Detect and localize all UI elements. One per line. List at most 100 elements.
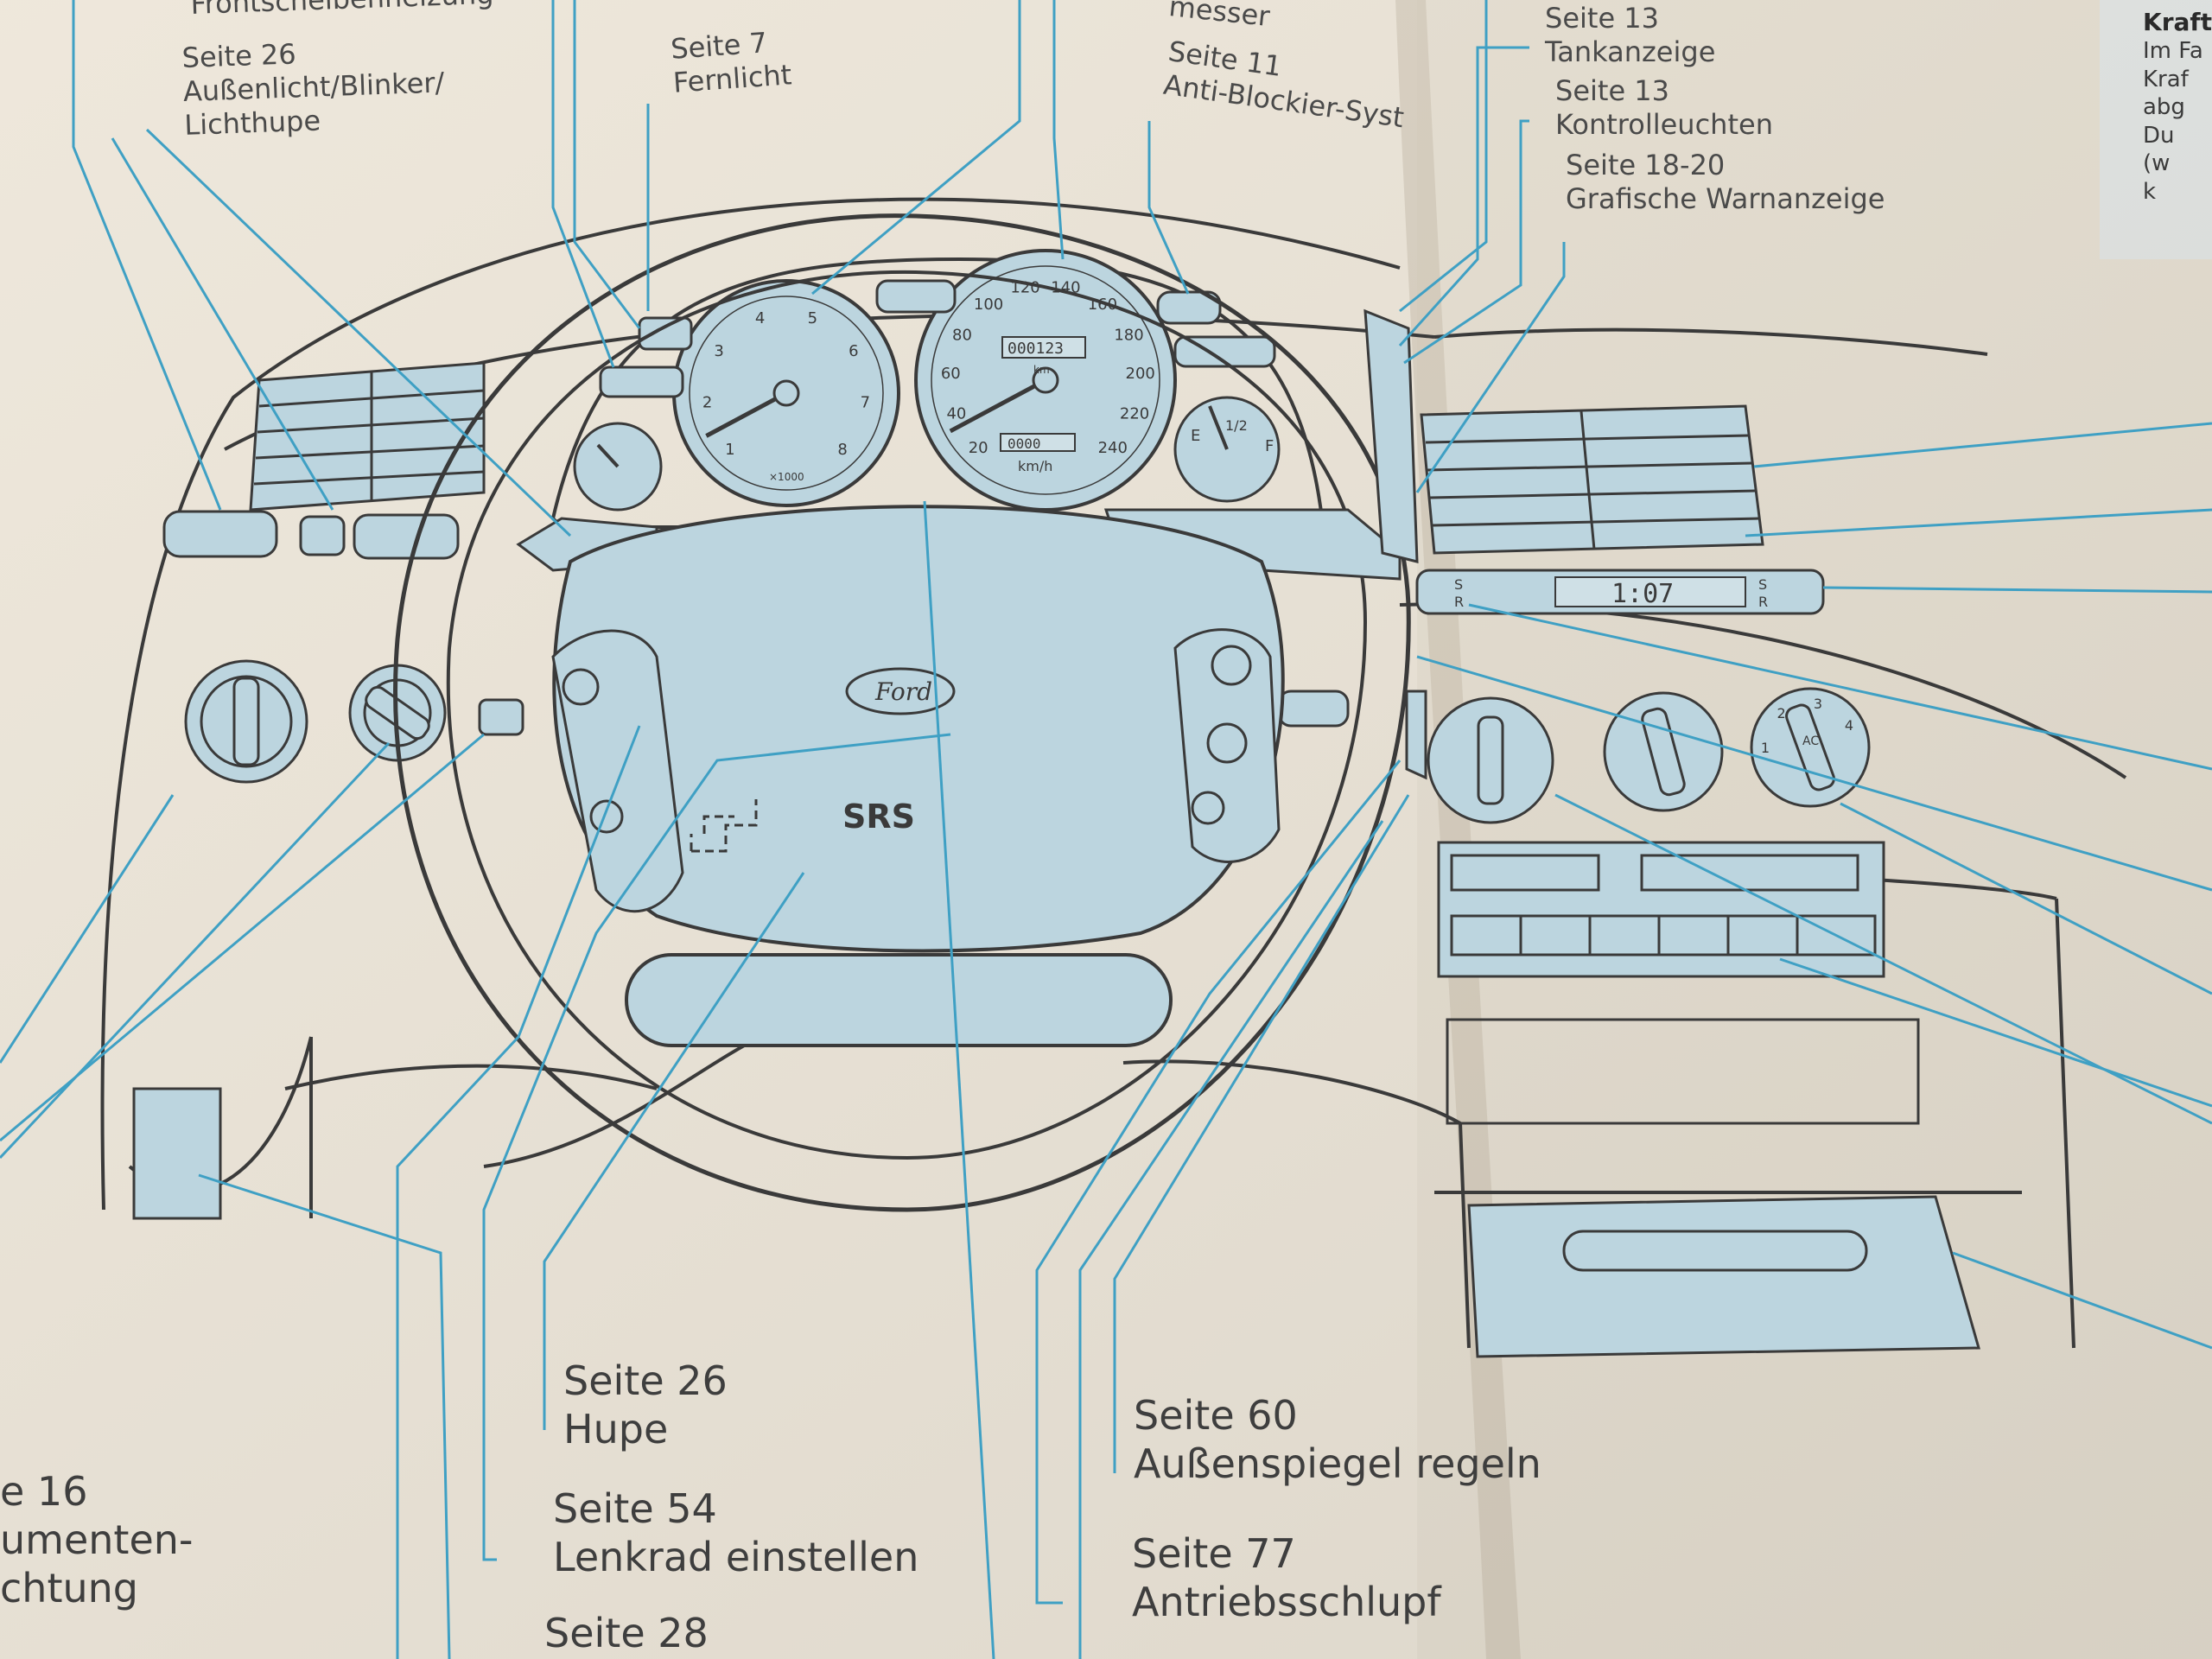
odometer: 000123 (1007, 340, 1064, 358)
callout-label: umenten- (0, 1516, 194, 1564)
sidebar-text: Kraft Im Fa Kraf abg Du (w k (2143, 7, 2212, 206)
callout-label: chtung (0, 1565, 138, 1612)
callout-page: Seite 13 (1545, 2, 1660, 35)
brand-logo: Ford (874, 677, 932, 706)
left-switch-panel (162, 510, 460, 560)
callout-label: Hupe (563, 1406, 669, 1453)
speedometer-scale-label: 60 (941, 365, 961, 383)
climate-fan-label: 1 (1761, 740, 1770, 756)
tachometer-scale-label: 1 (725, 441, 734, 459)
left-lower-panel (132, 1087, 222, 1220)
climate-fan-label: 2 (1777, 705, 1786, 721)
clock-display: 1:07 (1611, 579, 1674, 609)
callout-page: Seite 13 (1555, 74, 1670, 107)
clock-button-r: R (1454, 594, 1464, 610)
callout-kontrollleuchten: Seite 13 Kontrolleuchten (1555, 74, 1773, 142)
cluster-warning-lights (599, 279, 1276, 398)
tachometer-scale-label: 3 (714, 342, 723, 360)
climate-fan-label: 3 (1814, 696, 1822, 712)
fuel-empty: E (1191, 427, 1200, 445)
speedometer-needle (949, 378, 1047, 434)
speedometer-scale-label: 200 (1126, 365, 1155, 383)
climate-fan-label: 4 (1845, 717, 1853, 734)
callout-page: Seite 18-20 (1566, 149, 1726, 181)
sidebar-line: Du (2143, 122, 2175, 149)
steering-wheel (393, 213, 1411, 1212)
tachometer-scale-label: 8 (837, 441, 847, 459)
callout-label: Außenspiegel regeln (1134, 1440, 1541, 1488)
speed-unit: km/h (1018, 458, 1052, 474)
callout-lenkrad: Seite 54 Lenkrad einstellen (553, 1484, 918, 1581)
callout-antriebsschlupf: Seite 77 Antriebsschlupf (1132, 1529, 1441, 1626)
callout-seite28: Seite 28 (544, 1609, 709, 1657)
glove-box (1467, 1195, 1980, 1358)
speedometer-scale-label: 180 (1114, 326, 1143, 344)
climate-ac-label: AC (1802, 734, 1819, 748)
clock-button-s-right: S (1758, 576, 1767, 593)
instrument-cluster-hood (550, 257, 1325, 529)
speedometer-scale-label: 20 (969, 439, 988, 457)
fuel-full: F (1265, 437, 1274, 455)
tachometer-scale-label: 6 (849, 342, 858, 360)
sidebar-line: Kraf (2143, 66, 2189, 92)
tachometer-scale: 1 2 3 4 5 6 7 8 (702, 309, 870, 459)
airbag-label: SRS (842, 798, 915, 836)
callout-tankanzeige: Seite 13 Tankanzeige (1545, 2, 1715, 69)
callout-aussenspiegel: Seite 60 Außenspiegel regeln (1134, 1391, 1541, 1488)
hazard-switch (478, 698, 524, 736)
tachometer-scale-label: 5 (808, 309, 817, 327)
fuel-half: 1/2 (1225, 417, 1248, 434)
left-air-vent (249, 361, 486, 512)
tachometer-needle (705, 391, 788, 438)
speedometer-scale-label: 160 (1088, 296, 1117, 314)
callout-label: Grafische Warnanzeige (1566, 182, 1885, 216)
sidebar-title: Kraft (2143, 8, 2212, 36)
right-air-vent (1420, 404, 1764, 555)
callout-label: Antriebsschlupf (1132, 1579, 1441, 1626)
clock-button-s: S (1454, 576, 1463, 593)
speedometer-scale-label: 240 (1098, 439, 1128, 457)
callout-label: Lenkrad einstellen (553, 1534, 919, 1581)
glove-box-handle (1562, 1230, 1868, 1272)
speedometer-scale-label: 80 (952, 326, 972, 344)
speedometer-scale-label: 220 (1120, 404, 1149, 423)
callout-page: Seite 26 (563, 1357, 728, 1404)
sidebar-line: k (2143, 178, 2157, 205)
speedometer-scale-label: 140 (1051, 279, 1080, 297)
light-switch-knob (184, 659, 308, 784)
tachometer-scale-label: 2 (702, 393, 712, 411)
sidebar-line: (w (2143, 150, 2171, 176)
tachometer-scale-label: 7 (861, 393, 870, 411)
callout-warnanzeige: Seite 18-20 Grafische Warnanzeige (1566, 149, 1885, 216)
speedometer (914, 249, 1177, 512)
clock-button-r-right: R (1758, 594, 1768, 610)
callout-label: Tankanzeige (1545, 35, 1716, 69)
storage-tray (1446, 1018, 1920, 1125)
callout-label: Kontrolleuchten (1555, 108, 1773, 142)
right-vent-outline (1363, 308, 1419, 563)
callout-hupe: Seite 26 Hupe (563, 1357, 728, 1453)
callout-page: Seite 77 (1132, 1530, 1296, 1577)
callout-page: Seite 60 (1134, 1392, 1298, 1439)
radio-unit (1437, 841, 1885, 978)
speedometer-scale-label: 100 (974, 296, 1003, 314)
climate-fan-scale: 1 2 3 4 (1761, 696, 1853, 756)
clock-strip (1415, 569, 1825, 615)
callout-instrumentenbeleuchtung: e 16 umenten- chtung (0, 1467, 194, 1612)
sidebar-line: abg (2143, 94, 2185, 120)
sidebar-line: Im Fa (2143, 38, 2203, 64)
callout-page: Seite 54 (553, 1485, 717, 1532)
trip-meter: 0000 (1007, 435, 1041, 452)
dashboard-outline (100, 197, 2127, 1349)
odometer-unit: km (1033, 364, 1050, 376)
temperature-gauge (573, 422, 663, 512)
tachometer-scale-label: 4 (755, 309, 765, 327)
speedometer-scale-label: 40 (946, 404, 966, 423)
climate-controls (1405, 687, 1871, 824)
fuel-gauge (1173, 396, 1281, 503)
